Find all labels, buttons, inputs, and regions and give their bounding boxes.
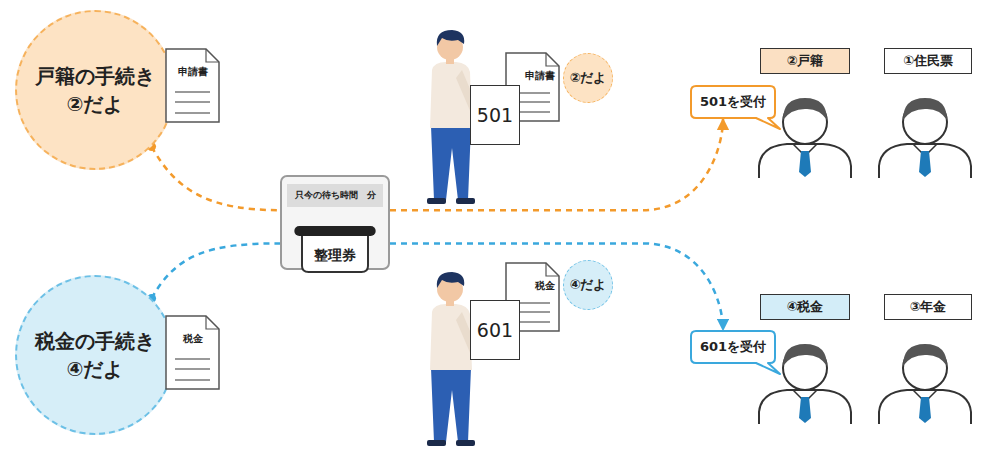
number-ticket: 601 [470, 300, 520, 360]
node-text: 戸籍の手続き ②だよ [25, 62, 165, 118]
ticket-machine-shape-part [294, 226, 375, 236]
document-icon-shape-part [515, 311, 550, 313]
dashed-connector [152, 147, 280, 211]
node-text: ③年金 [909, 298, 946, 316]
node-text: ②戸籍 [786, 52, 823, 70]
document-icon-shape-part [175, 112, 210, 114]
document-icon-shape-part [175, 91, 210, 93]
counter-header: ②戸籍 [760, 48, 850, 74]
procedure-circle: 税金の手続き ④だよ [15, 275, 175, 435]
document-icon-shape-part [515, 111, 550, 113]
node-text: 只今の待ち時間 分 [287, 184, 383, 207]
counter-header: ①住民票 [884, 48, 972, 74]
document-icon-shape-part [166, 49, 219, 122]
ticket-machine-shape-part [281, 176, 389, 269]
counter-header: ④税金 [760, 294, 850, 320]
node-text: 申請書 [178, 65, 208, 79]
document-icon-shape-part [506, 263, 559, 331]
node-text: ④税金 [786, 298, 823, 316]
clerk-figure [879, 98, 971, 178]
document-icon: 税金 [165, 315, 220, 390]
node-text: 整理券 [314, 247, 356, 265]
node-text: 申請書 [525, 69, 555, 83]
document-icon-shape-part [206, 49, 219, 62]
speech-bubble: 501を受付 [690, 85, 776, 119]
document-icon-shape-part [506, 53, 559, 121]
document-icon-shape-part [546, 263, 559, 276]
document-icon-shape-part [175, 358, 210, 360]
node-text: 税金の手続き ④だよ [25, 327, 165, 383]
node-text: 税金 [183, 332, 203, 346]
document-icon-shape-part [166, 316, 219, 389]
document-icon-shape [165, 48, 220, 123]
document-icon-shape-part [175, 101, 210, 103]
document-icon-shape [165, 315, 220, 390]
node-text: ④だよ [569, 276, 606, 294]
node-text: 税金 [535, 279, 555, 293]
document-icon-shape-part [546, 53, 559, 66]
speech-bubble-shape-part [691, 331, 780, 374]
node-text: ①住民票 [903, 52, 953, 70]
speech-bubble-shape-part [691, 86, 780, 129]
ticket-machine: 只今の待ち時間 分整理券 [280, 175, 390, 270]
thought-bubble: ②だよ [563, 53, 613, 103]
document-icon-shape-part [515, 302, 550, 304]
document-icon-shape-part [175, 368, 210, 370]
document-icon: 申請書 [165, 48, 220, 123]
node-text: 601を受付 [700, 338, 766, 356]
node-text: ②だよ [569, 69, 606, 87]
document-icon-shape-part [206, 316, 219, 329]
speech-bubble: 601を受付 [690, 330, 776, 364]
ticket-machine-shape-part [302, 233, 368, 272]
number-ticket: 501 [470, 85, 520, 145]
document-icon-shape-part [515, 92, 550, 94]
counter-header: ③年金 [884, 294, 972, 320]
node-text: 601 [477, 319, 513, 341]
dashed-connector [152, 243, 280, 298]
procedure-circle: 戸籍の手続き ②だよ [15, 10, 175, 170]
clerk-figure [879, 344, 971, 424]
document-icon-shape-part [515, 101, 550, 103]
node-text: 501 [477, 104, 513, 126]
document-icon-shape-part [515, 321, 550, 323]
document-icon-shape-part [175, 379, 210, 381]
thought-bubble: ④だよ [563, 260, 613, 310]
node-text: 501を受付 [700, 93, 766, 111]
